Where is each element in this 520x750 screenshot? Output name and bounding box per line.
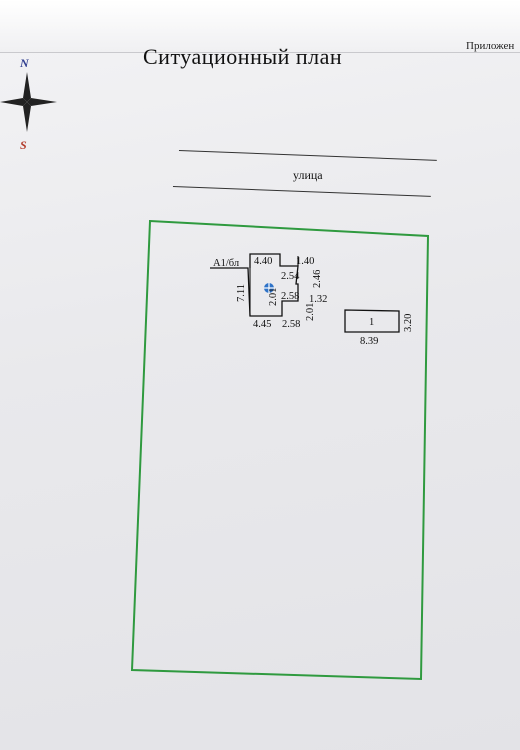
dim-secondary-width: 3.20 bbox=[403, 314, 414, 332]
dim-notch: 1.32 bbox=[309, 294, 327, 305]
dim-inner-upper: 2.54 bbox=[281, 271, 300, 282]
appendix-label: Приложен bbox=[466, 40, 515, 52]
dim-inner-middle: 2.58 bbox=[281, 291, 299, 302]
dim-right-lower: 2.01 bbox=[305, 303, 316, 321]
page-fold bbox=[0, 0, 520, 53]
compass-rose-icon: N S bbox=[0, 58, 57, 152]
street-label: улица bbox=[293, 168, 323, 182]
plot-boundary bbox=[130, 219, 430, 681]
page-title: Ситуационный план bbox=[143, 44, 343, 69]
secondary-building-outline bbox=[344, 309, 400, 333]
secondary-building-label: 1 bbox=[369, 317, 374, 328]
dim-inner-vertical: 2.01 bbox=[268, 288, 279, 306]
dim-bottom-left: 4.45 bbox=[253, 319, 271, 330]
dim-top-left: 4.40 bbox=[254, 256, 272, 267]
location-marker-icon bbox=[264, 283, 274, 293]
dim-secondary-length: 8.39 bbox=[360, 336, 378, 347]
dim-bottom-right: 2.58 bbox=[282, 319, 300, 330]
compass-south-label: S bbox=[20, 138, 27, 152]
dim-left: 7.11 bbox=[236, 284, 247, 302]
compass-north-label: N bbox=[19, 58, 30, 70]
main-building-label: А1/бл bbox=[213, 258, 239, 269]
dim-right-upper: 2.46 bbox=[312, 270, 323, 288]
dim-top-right: 1.40 bbox=[296, 256, 314, 267]
